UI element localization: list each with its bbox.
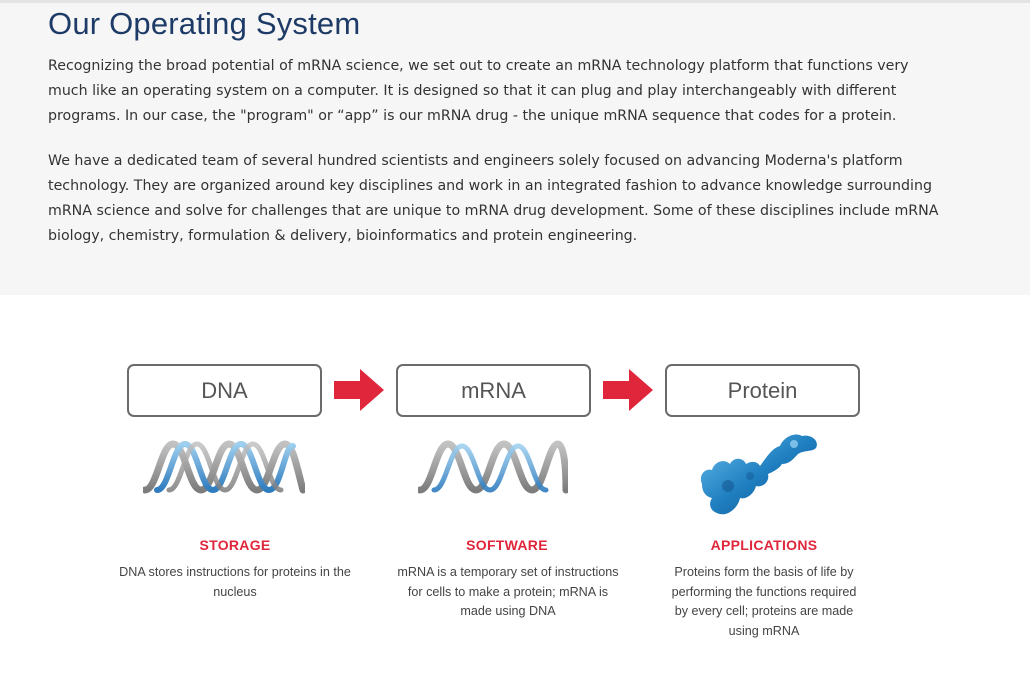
red-arrow-right-icon bbox=[603, 369, 653, 411]
storage-label: STORAGE bbox=[115, 537, 355, 553]
applications-label: APPLICATIONS bbox=[644, 537, 884, 553]
intro-paragraph-1: Recognizing the broad potential of mRNA … bbox=[48, 54, 948, 129]
mrna-box: mRNA bbox=[396, 364, 591, 417]
dna-double-helix-icon bbox=[143, 438, 305, 494]
storage-description: DNA stores instructions for proteins in … bbox=[115, 563, 355, 602]
dna-box: DNA bbox=[127, 364, 322, 417]
applications-description: Proteins form the basis of life by perfo… bbox=[664, 563, 864, 642]
intro-paragraph-2: We have a dedicated team of several hund… bbox=[48, 149, 948, 249]
intro-section: Our Operating System Recognizing the bro… bbox=[0, 3, 1030, 295]
red-arrow-right-icon bbox=[334, 369, 384, 411]
platform-diagram: DNA mRNA Protein bbox=[0, 295, 1030, 680]
section-title: Our Operating System bbox=[48, 6, 360, 42]
mrna-single-strand-icon bbox=[418, 438, 568, 494]
software-label: SOFTWARE bbox=[387, 537, 627, 553]
software-description: mRNA is a temporary set of instructions … bbox=[392, 563, 624, 622]
protein-molecule-icon bbox=[698, 430, 822, 522]
protein-box: Protein bbox=[665, 364, 860, 417]
